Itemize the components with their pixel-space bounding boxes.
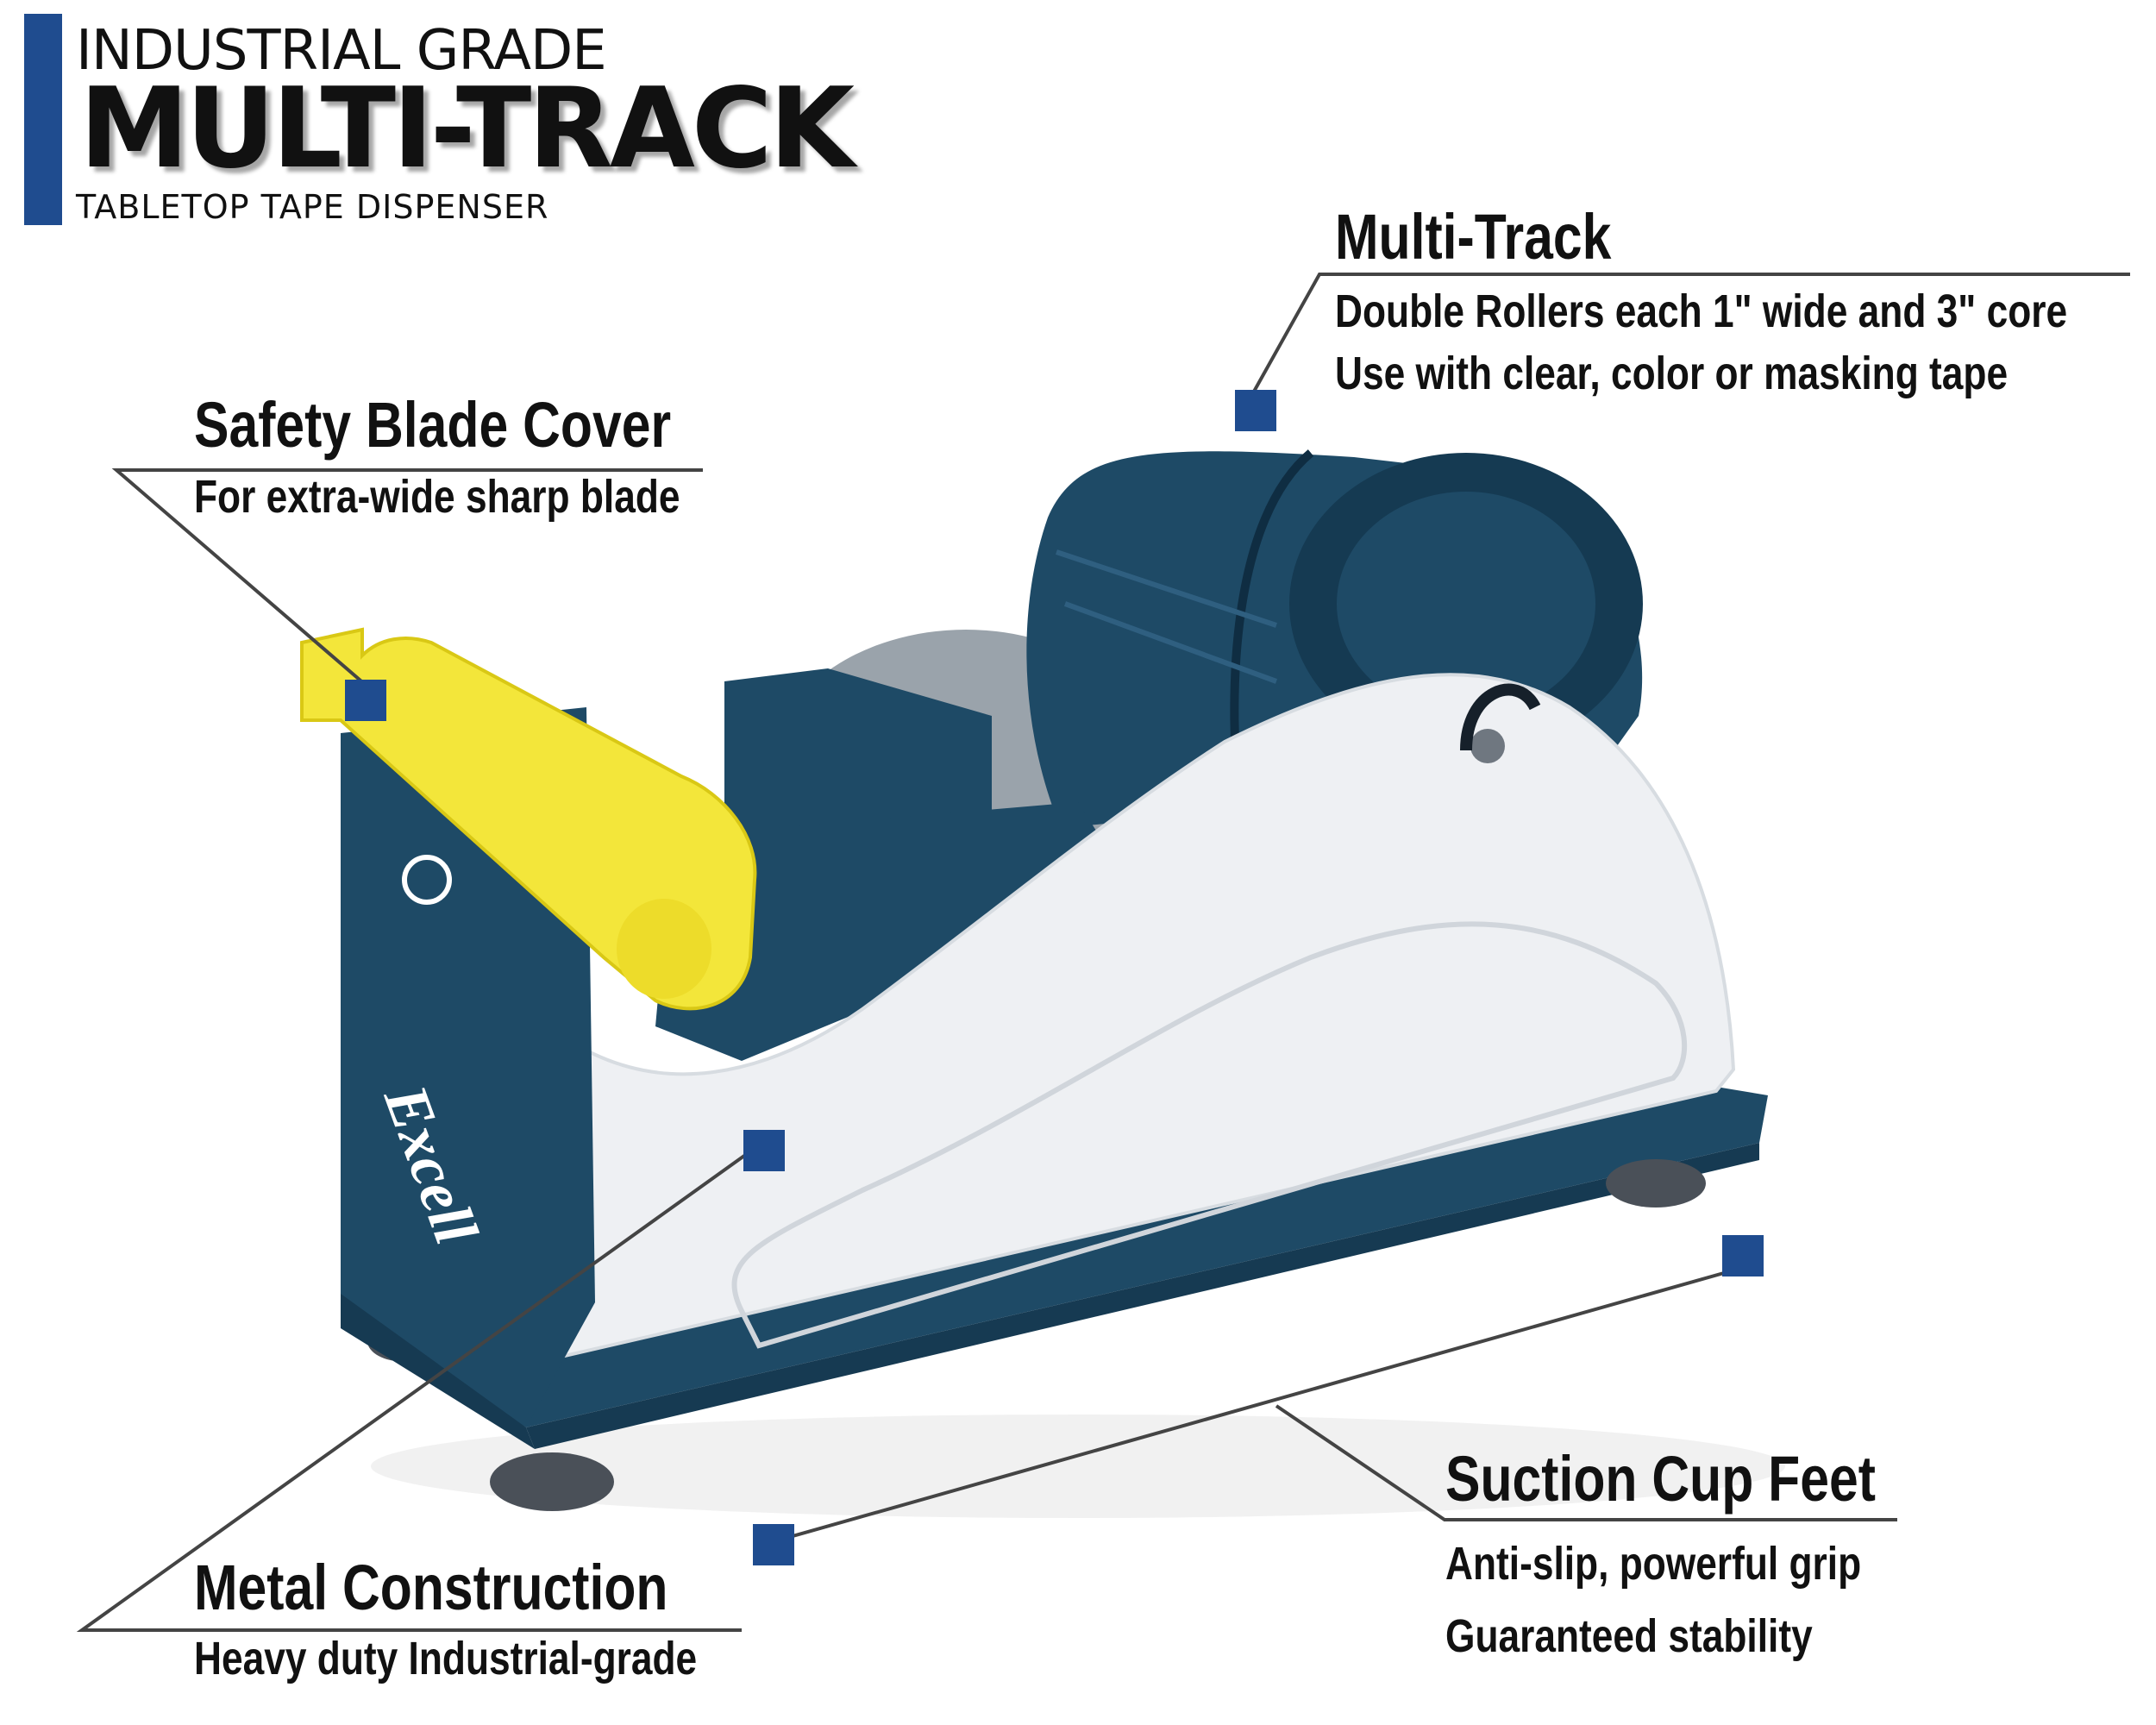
callout-suction-desc2: Guaranteed stability	[1445, 1610, 1813, 1662]
leader-metal	[76, 1150, 752, 1632]
marker-suction	[1722, 1235, 1764, 1276]
base-plate	[483, 1087, 1768, 1427]
leader-base-connector	[780, 1266, 1743, 1541]
markers	[345, 390, 1764, 1565]
callout-safety-blade-desc1: For extra-wide sharp blade	[194, 471, 680, 523]
brand-emblem	[402, 855, 452, 905]
base-plate-edge	[526, 1143, 1759, 1449]
marker-metal	[743, 1130, 785, 1171]
suction-foot-front-left	[490, 1452, 614, 1511]
leader-lines	[76, 273, 2130, 1632]
leader-suction	[1275, 1404, 1897, 1521]
inner-tray	[655, 802, 1138, 1061]
tape-roll-inner	[1337, 492, 1595, 716]
callout-suction-desc1: Anti-slip, powerful grip	[1445, 1538, 1862, 1590]
callout-suction-title: Suction Cup Feet	[1445, 1443, 1876, 1515]
header-subtitle-top: INDUSTRIAL GRADE	[76, 19, 607, 83]
marker-base	[753, 1524, 794, 1565]
ground-shadow	[371, 1414, 1785, 1518]
header-subtitle-bottom: TABLETOP TAPE DISPENSER	[76, 188, 549, 226]
header-title: MULTI-TRACK	[79, 65, 855, 193]
dispenser-body	[515, 673, 1736, 1365]
callout-multi-track-title: Multi-Track	[1335, 201, 1612, 273]
callout-multi-track-desc2: Use with clear, color or masking tape	[1335, 348, 2009, 399]
leader-multi-track	[1244, 273, 2130, 406]
blade-cover-knob	[617, 899, 711, 999]
callout-multi-track-desc1: Double Rollers each 1" wide and 3" core	[1335, 285, 2068, 337]
axle-pin	[1470, 729, 1505, 763]
body-embossed-panel	[731, 921, 1688, 1349]
callout-safety-blade-title: Safety Blade Cover	[194, 389, 672, 461]
suction-foot-front-right	[1606, 1159, 1706, 1208]
marker-multi-track	[1235, 390, 1276, 431]
callout-metal-title: Metal Construction	[194, 1552, 668, 1623]
leader-safety-blade	[111, 468, 703, 687]
callout-metal-desc1: Heavy duty Industrial-grade	[194, 1633, 698, 1684]
axle-hook	[1460, 683, 1541, 751]
marker-safety-blade	[345, 680, 386, 721]
header-accent-bar	[24, 14, 62, 225]
